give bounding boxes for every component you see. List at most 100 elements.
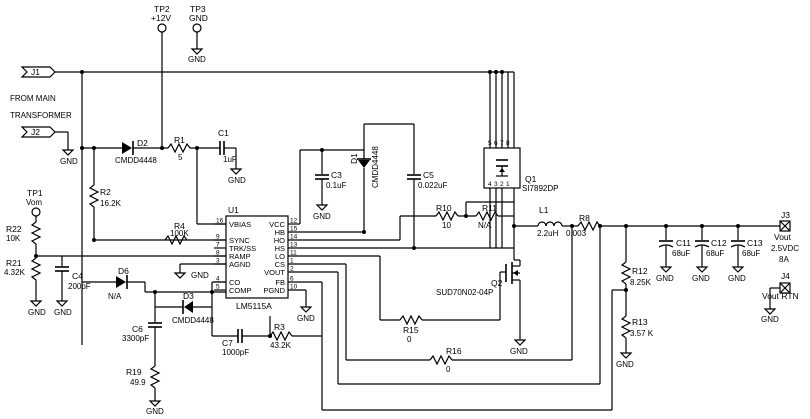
svg-text:Vout: Vout [774,232,792,242]
u1-pin-name: VBIAS [229,220,251,229]
svg-text:1uF: 1uF [223,155,237,164]
svg-text:Q1: Q1 [525,174,537,184]
u1-pin-name: VCC [269,220,285,229]
svg-text:0.1uF: 0.1uF [326,181,347,190]
r15-resistor: R15 0 [399,314,423,344]
c13-capacitor: C13 68uF GND [728,224,763,283]
tp2-testpoint: TP2 +12V [151,4,171,148]
svg-text:8.25K: 8.25K [630,278,652,287]
j1-connector: J1 [20,66,514,78]
svg-text:R15: R15 [403,325,419,335]
q1-pin-number: 2 [500,181,504,188]
svg-text:R4: R4 [174,221,185,231]
q1-pin-number: 7 [500,140,504,147]
r19-resistor: R19 49.9 [126,365,161,389]
svg-text:GND: GND [54,308,72,317]
j4-connector: J4 Vout RTN GND [761,271,799,324]
svg-text:GND: GND [510,347,528,356]
svg-text:GND: GND [146,407,164,416]
u1-pin-number: 5 [216,284,220,291]
svg-text:D2: D2 [137,138,148,148]
u1-pin-number: 3 [216,258,220,265]
u1-pin-name: TRK/SS [229,244,256,253]
u1-pin-name: RAMP [229,252,251,261]
r11-resistor: R11 N/A [475,203,499,230]
u1-pin-number: 14 [290,234,298,241]
svg-text:0.022uF: 0.022uF [418,181,447,190]
c7-capacitor: C7 1000pF [222,329,249,357]
q1-pin-number: 3 [494,181,498,188]
r13-resistor: R13 3.57 K [620,315,654,339]
u1-pin-name: CS [275,260,285,269]
c4-capacitor: C4 200pF [55,266,91,291]
svg-text:L1: L1 [539,205,549,215]
svg-text:68uF: 68uF [706,249,724,258]
u1-pin-name: LO [275,252,285,261]
svg-text:R3: R3 [274,322,285,332]
svg-text:C12: C12 [711,238,727,248]
u1-pin-name: VOUT [264,268,285,277]
svg-text:CMDD4448: CMDD4448 [115,156,157,165]
j2-label: J2 [31,127,40,137]
svg-text:GND: GND [728,274,746,283]
u1-pin-number: 2 [290,266,294,273]
u1-ref: U1 [228,205,239,215]
svg-text:C7: C7 [222,338,233,348]
tp3-testpoint: TP3 GND GND [188,4,208,64]
svg-text:C3: C3 [331,170,342,180]
svg-text:0: 0 [446,365,451,374]
svg-text:4.32K: 4.32K [4,268,26,277]
svg-text:10K: 10K [6,234,21,243]
d6-diode: D6 N/A [108,266,129,301]
svg-text:0.003: 0.003 [566,229,587,238]
svg-text:SUD70N02-04P: SUD70N02-04P [436,288,493,297]
tp1-testpoint: TP1 Vom [26,188,43,222]
svg-text:Q2: Q2 [491,278,503,288]
svg-text:GND: GND [656,274,674,283]
from-main-label: FROM MAIN [10,94,56,103]
d2-diode: D2 CMDD4448 [115,138,157,165]
svg-text:100K: 100K [170,229,189,238]
svg-text:D3: D3 [183,291,194,301]
u1-pin-number: 16 [216,218,224,225]
u1-pin-name: FB [275,278,285,287]
svg-text:GND: GND [692,274,710,283]
svg-text:GND: GND [28,308,46,317]
svg-text:SI7892DP: SI7892DP [522,184,558,193]
c12-capacitor: C12 68uF GND [692,224,727,283]
svg-text:R16: R16 [446,346,462,356]
svg-text:43.2K: 43.2K [270,341,292,350]
svg-text:68uF: 68uF [672,249,690,258]
svg-text:CMDD4448: CMDD4448 [172,316,214,325]
u1-pin-number: 11 [290,250,297,257]
u1-pin-name: SYNC [229,236,250,245]
j3-connector: J3 Vout 2.5VDC 8A [771,210,799,264]
svg-text:D1: D1 [349,153,359,164]
svg-text:N/A: N/A [478,221,492,230]
tp3-ground-symbol [191,43,203,55]
svg-text:R21: R21 [6,258,22,268]
svg-text:C6: C6 [132,324,143,334]
u1-pin-number: 13 [290,242,298,249]
svg-text:TP1: TP1 [27,188,43,198]
u1-pin-name: PGND [263,286,285,295]
u1-pin-number: 7 [216,242,220,249]
svg-text:GND: GND [616,360,634,369]
svg-text:10: 10 [442,221,451,230]
r2-resistor: R2 16.2K [88,184,122,208]
svg-text:C13: C13 [747,238,763,248]
c11-capacitor: C11 68uF GND [656,224,691,283]
q1-pin-number: 1 [506,181,510,188]
svg-text:R13: R13 [632,317,648,327]
q1-pin-number: 5 [488,140,492,147]
svg-text:200pF: 200pF [68,282,91,291]
q1-pin-number: 8 [506,140,510,147]
q1-pin-number: 4 [488,181,492,188]
l1-inductor: L1 2.2uH [537,205,563,238]
tp2-name: +12V [151,13,171,23]
j1-label: J1 [31,67,40,77]
svg-text:CMDD4448: CMDD4448 [371,146,380,188]
d3-diode: D3 CMDD4448 [155,291,214,325]
svg-text:GND: GND [313,212,331,221]
u1-pin-number: 10 [290,284,298,291]
